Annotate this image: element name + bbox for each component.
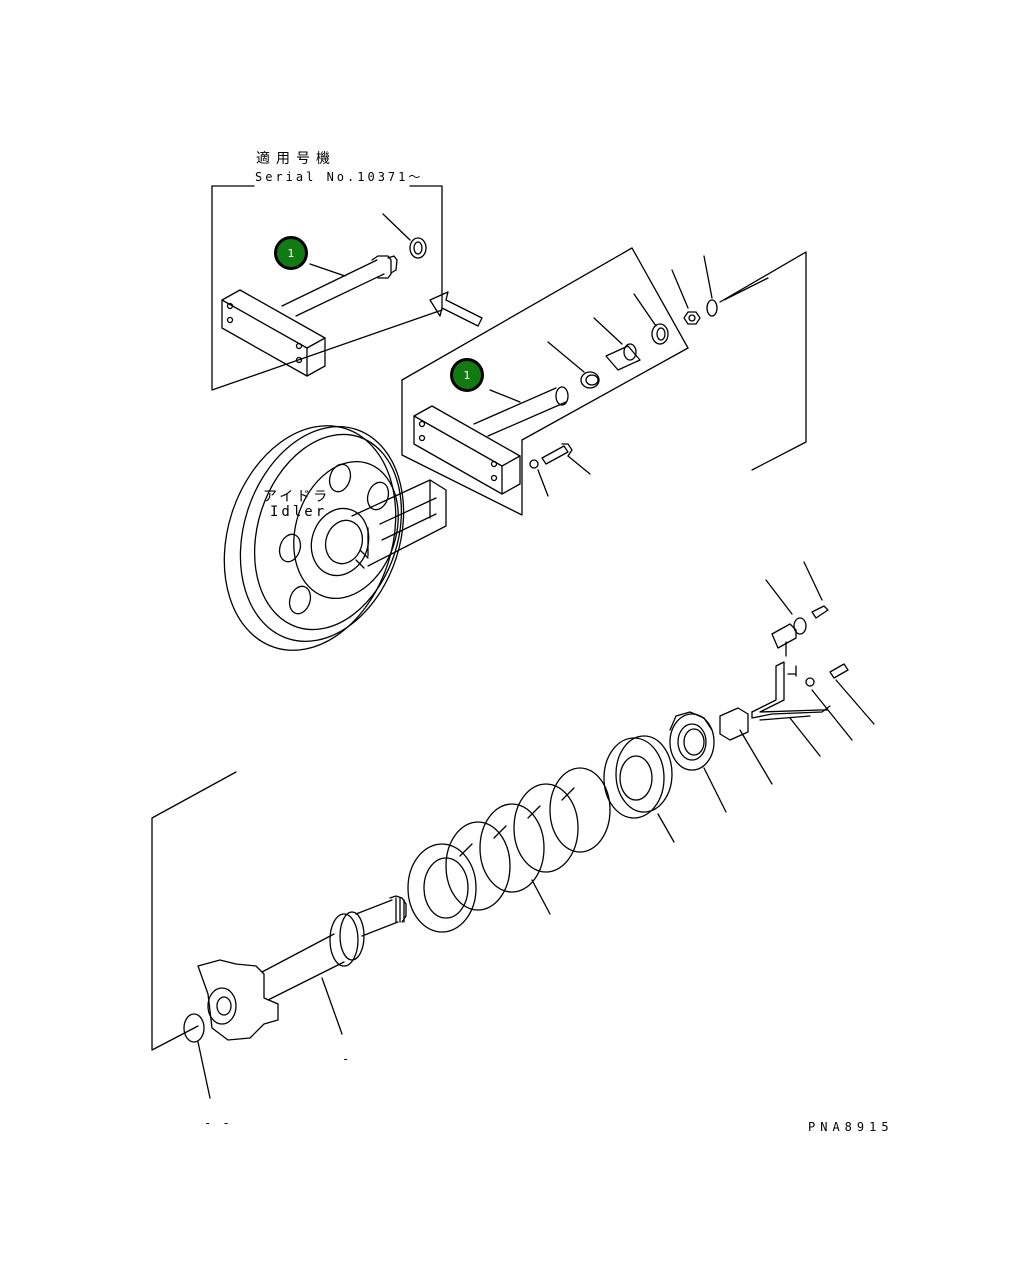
- applicable-serial-heading: 適用号機: [256, 151, 336, 167]
- grease-bracket: [719, 561, 875, 785]
- part-callout-1-main[interactable]: 1: [450, 358, 484, 392]
- serial-inset-box: [211, 185, 483, 391]
- serial-number-label: Serial No.10371～: [255, 170, 424, 184]
- stray-mark: - -: [204, 1116, 232, 1130]
- idler-label-jp: アイドラ: [263, 489, 331, 505]
- part-callout-1-inset[interactable]: 1: [274, 236, 308, 270]
- stray-mark: -: [342, 1052, 354, 1066]
- drawing-code: PNA8915: [808, 1120, 894, 1134]
- idler-wheel: [223, 425, 447, 651]
- recoil-rod: [183, 895, 407, 1099]
- upper-assembly-box: [401, 247, 807, 516]
- lower-assembly-box: [151, 771, 237, 1051]
- recoil-spring: [407, 767, 611, 933]
- idler-label-en: Idler: [270, 504, 328, 520]
- nut-and-seat: [603, 711, 727, 843]
